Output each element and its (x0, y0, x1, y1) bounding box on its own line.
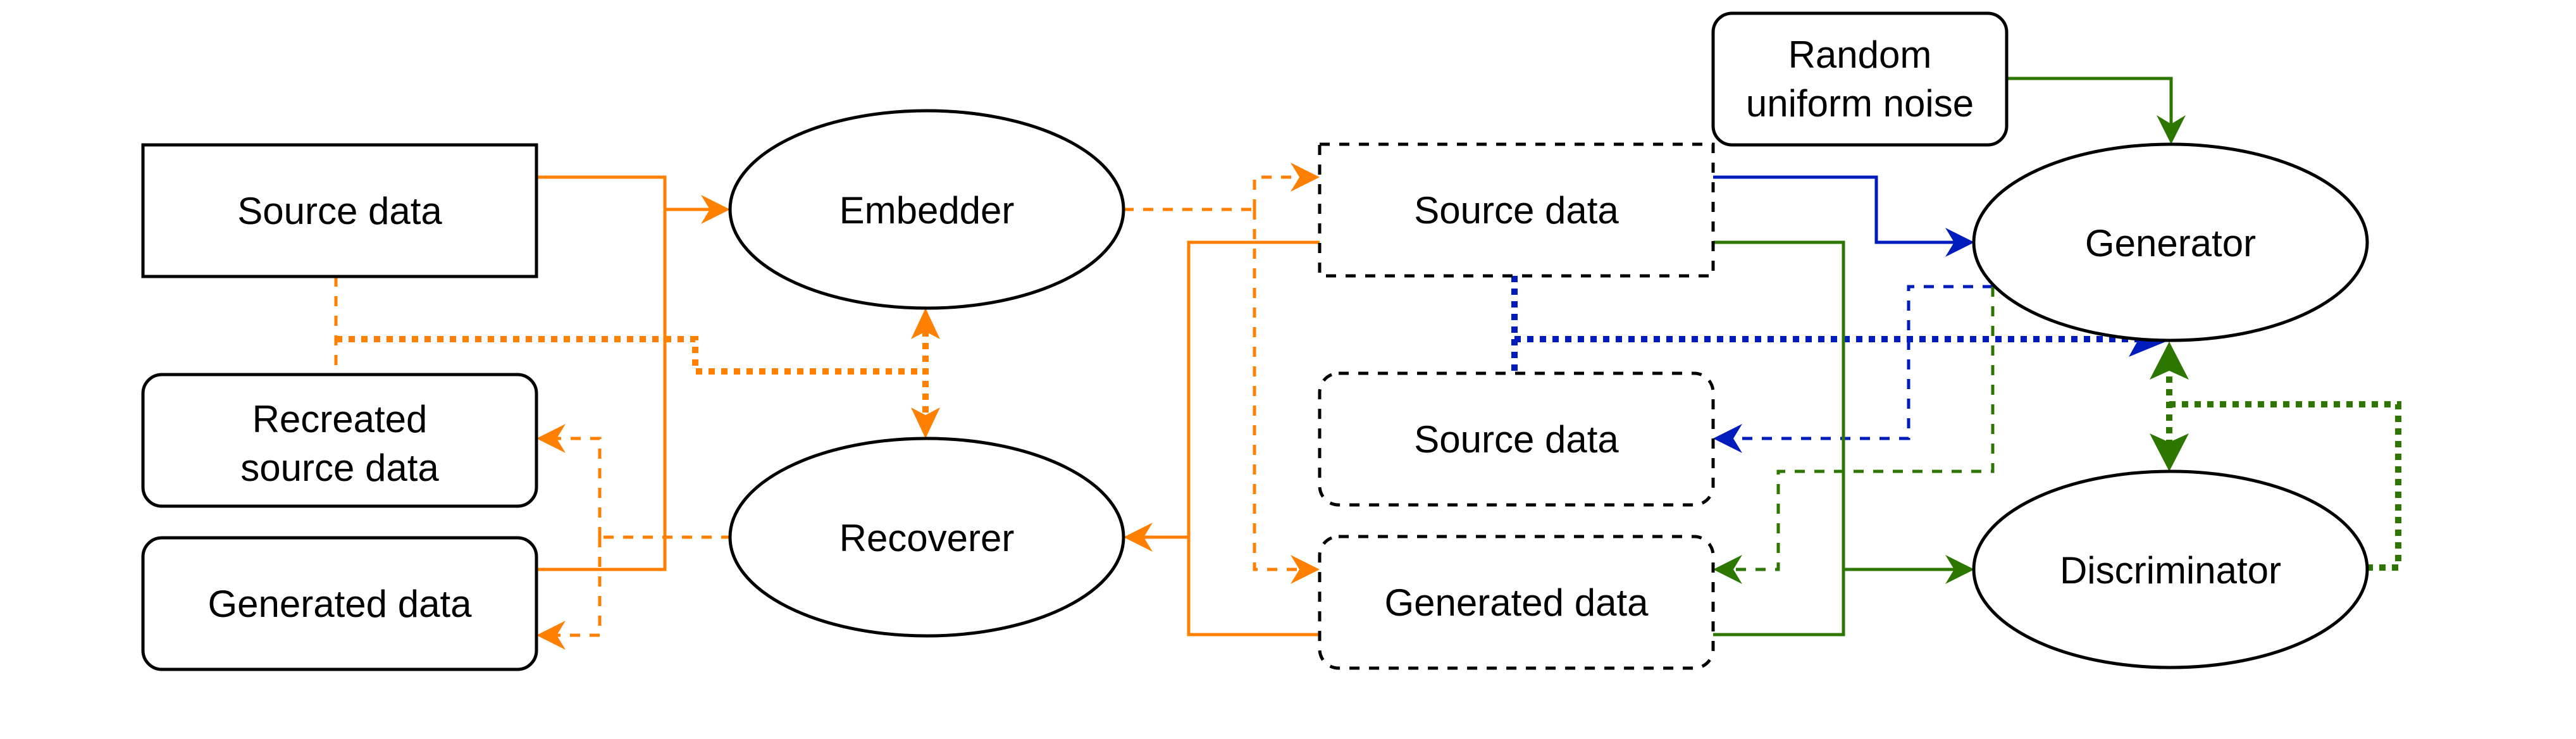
node-random-noise[interactable]: Random uniform noise (1711, 11, 2009, 147)
edge-source-to-embedder (536, 175, 667, 209)
node-generated-data-left[interactable]: Generated data (141, 536, 538, 671)
node-label: Discriminator (2060, 549, 2281, 592)
arrowhead-recreated (536, 424, 566, 453)
edge-recoverer-to-recreated (550, 437, 602, 537)
node-generator[interactable]: Generator (1972, 142, 2369, 342)
node-label: Source data (1414, 418, 1619, 461)
arrowhead-generator-bottom-green (2150, 342, 2189, 380)
edge-recoverer-to-generated-left (550, 537, 602, 637)
edge-generator-to-mid-generated (1727, 287, 1995, 571)
edge-blue-dotted (1511, 276, 2141, 373)
arrowhead-mid-source (1291, 163, 1320, 192)
arrowhead-embedder-bottom (911, 308, 940, 339)
arrowhead-mid-generated (1291, 555, 1320, 584)
node-label-line1: Recreated (252, 398, 428, 440)
node-label-line1: Random (1788, 34, 1932, 76)
edge-noise-to-generator (2007, 77, 2173, 130)
node-embedder[interactable]: Embedder (728, 109, 1125, 310)
edge-generated-left-to-embedder (536, 209, 667, 571)
node-source-data-left[interactable]: Source data (141, 143, 538, 278)
edge-mid-source-to-recoverer (1187, 240, 1320, 637)
arrowhead-recoverer-top (911, 407, 940, 438)
node-label-line2: source data (240, 447, 439, 489)
node-label: Recoverer (839, 517, 1015, 559)
edge-mid-source-to-generator (1713, 175, 1961, 244)
edge-embedder-to-mid-source (1253, 175, 1303, 209)
arrowhead-mid-source-rounded (1713, 424, 1742, 453)
arrowhead-recoverer-right (1124, 523, 1153, 552)
arrowhead-embedder-left (701, 195, 730, 224)
edge-recon-loss-dotted (336, 336, 926, 375)
node-label: Generated data (208, 583, 473, 625)
edges-layer (334, 77, 2401, 650)
node-source-data-mid[interactable]: Source data (1318, 371, 1715, 507)
arrowhead-generator-left (1945, 228, 1974, 257)
node-recoverer[interactable]: Recoverer (728, 437, 1125, 638)
node-label: Embedder (839, 189, 1015, 232)
arrowhead-generator-top (2157, 115, 2186, 144)
edge-mid-to-discriminator (1713, 240, 1961, 637)
arrowhead-mid-generated-green (1713, 555, 1742, 584)
arrowhead-discriminator-left (1945, 555, 1974, 584)
arrowhead-generated-left (536, 621, 566, 650)
node-label: Source data (237, 190, 442, 232)
node-label: Generated data (1385, 581, 1649, 624)
node-source-data-mid-top[interactable]: Source data (1318, 142, 1715, 278)
node-label: Source data (1414, 189, 1619, 232)
node-label: Generator (2085, 222, 2256, 264)
edge-embedder-to-mid-generated (1253, 209, 1303, 571)
node-label-line2: uniform noise (1746, 82, 1974, 125)
node-discriminator[interactable]: Discriminator (1972, 469, 2369, 669)
edge-generator-to-mid-source-rounded (1727, 285, 1993, 440)
arrowhead-discriminator-top (2150, 433, 2189, 471)
edge-adv-loss-loop (2169, 401, 2401, 571)
node-recreated-source-data[interactable]: Recreated source data (141, 373, 538, 508)
node-generated-data-mid[interactable]: Generated data (1318, 535, 1715, 670)
